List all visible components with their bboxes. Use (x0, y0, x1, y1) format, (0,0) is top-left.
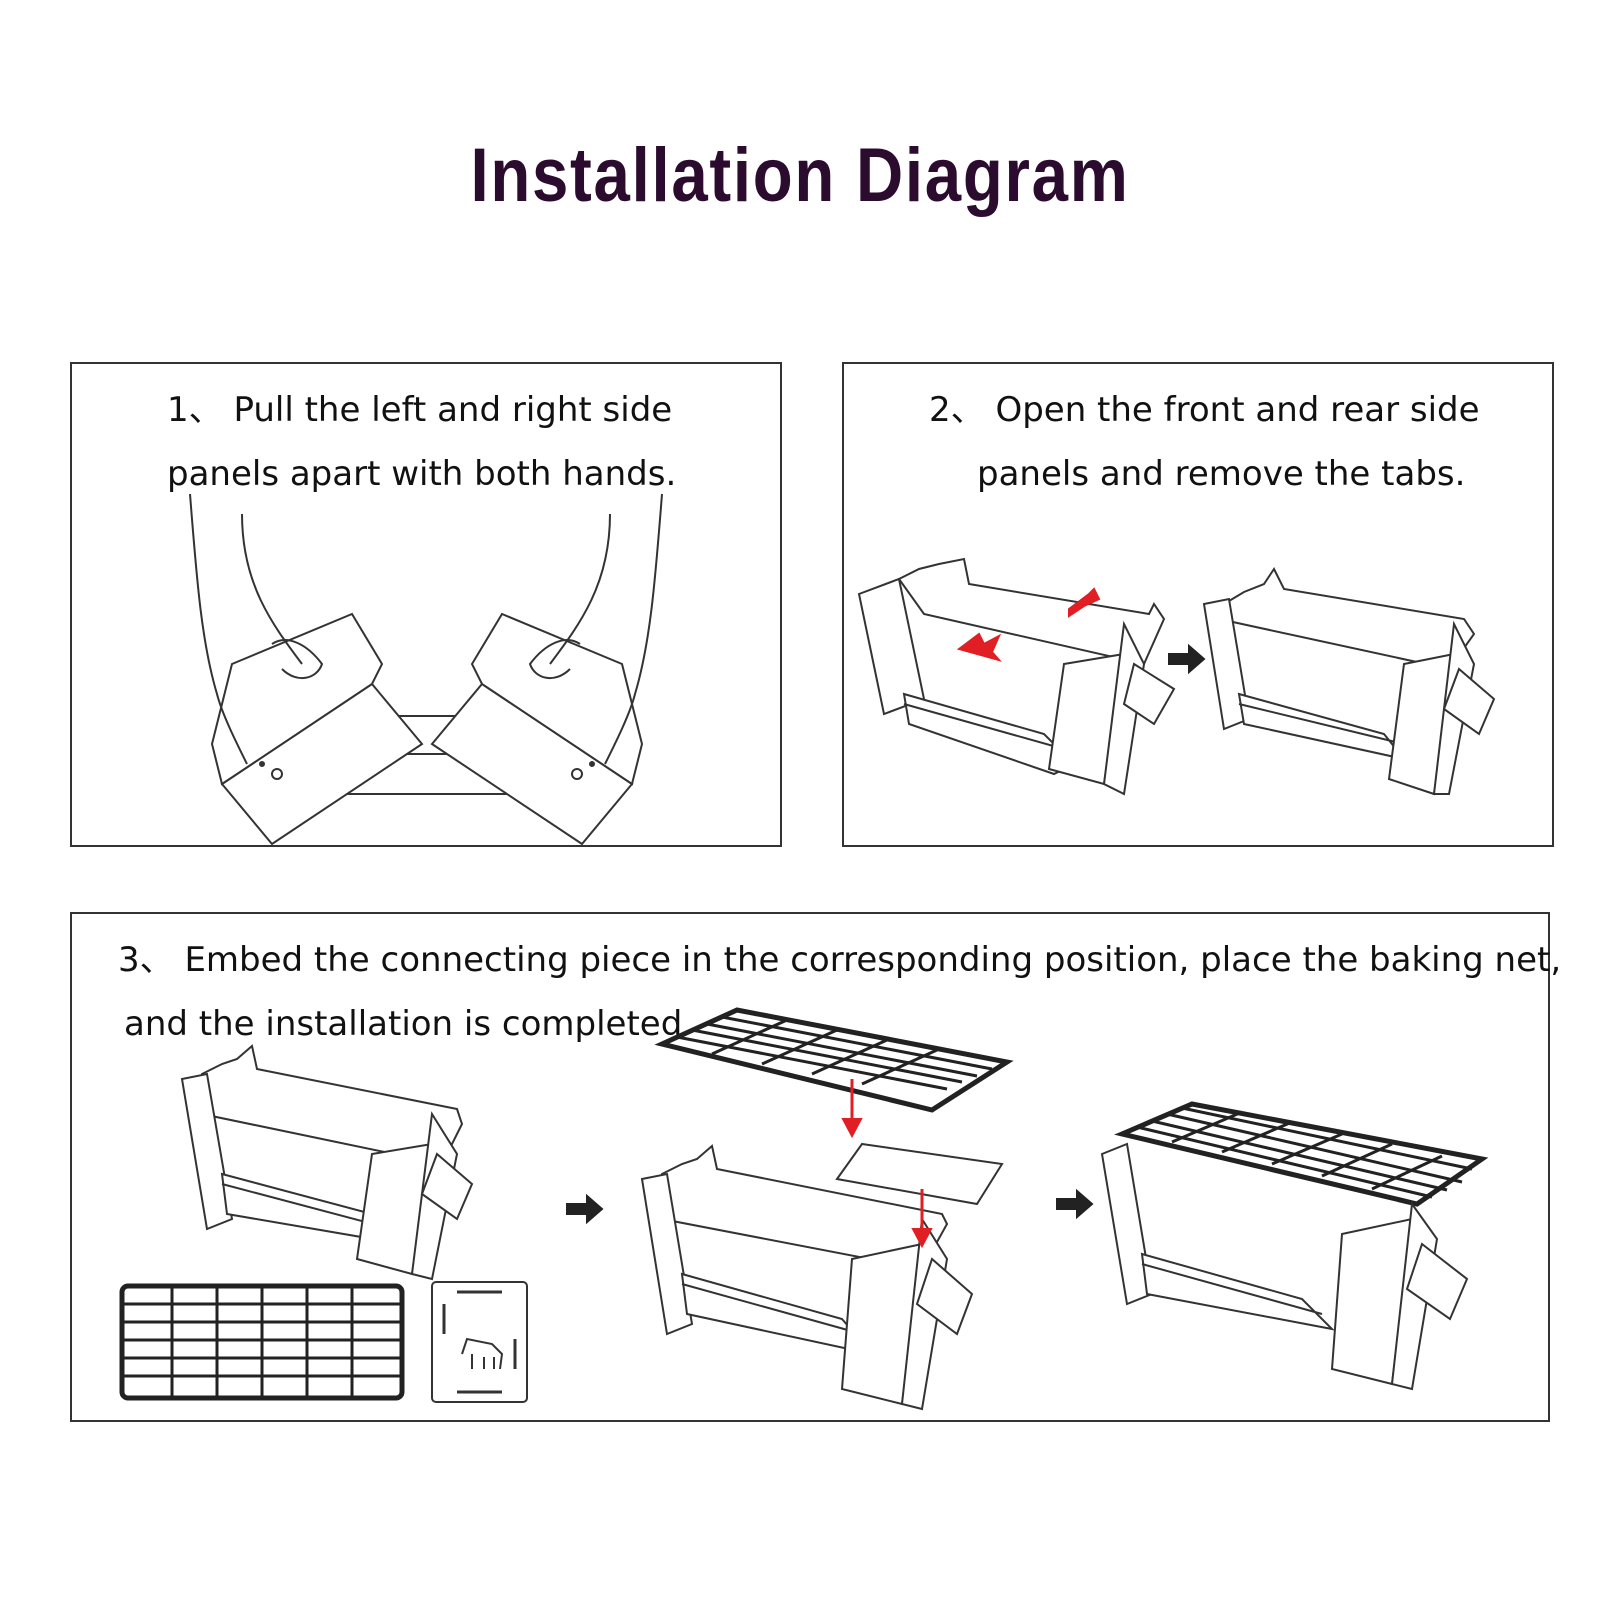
baking-net-illustration (119, 1283, 405, 1401)
grill-box-illustration (1100, 1101, 1489, 1391)
step-1-panel: 1、 Pull the left and right side panels a… (70, 362, 782, 847)
grill-box-illustration (857, 557, 1496, 796)
grill-box-illustration (640, 1007, 1014, 1411)
step-3-panel: 3、 Embed the connecting piece in the cor… (70, 912, 1562, 1422)
step-1-line-2: panels apart with both hands. (167, 454, 677, 494)
step-2-panel: 2、 Open the front and rear side panels a… (842, 362, 1554, 847)
step-2-line-2: panels and remove the tabs. (977, 454, 1466, 494)
red-arrow-icon (1068, 587, 1101, 618)
assembly-illustration (119, 1007, 1489, 1411)
grill-box-illustration (180, 1044, 474, 1281)
page-title: Installation Diagram (470, 133, 1130, 218)
step-1-line-1: 1、 Pull the left and right side (167, 390, 673, 430)
step-3-caption: 3、 Embed the connecting piece in the cor… (118, 928, 1562, 1056)
red-arrow-icon (956, 632, 1002, 662)
black-arrow-icon (1168, 643, 1206, 675)
step-3-line-2: and the installation is completed. (124, 1004, 694, 1044)
connecting-piece-illustration (431, 1281, 528, 1403)
black-arrow-icon (1056, 1188, 1094, 1220)
step-2-caption: 2、 Open the front and rear side panels a… (929, 378, 1549, 506)
step-3-line-1: 3、 Embed the connecting piece in the cor… (118, 940, 1562, 980)
step-1-caption: 1、 Pull the left and right side panels a… (167, 378, 767, 506)
black-arrow-icon (566, 1193, 604, 1225)
hands-pulling-illustration (189, 493, 663, 845)
step-2-line-1: 2、 Open the front and rear side (929, 390, 1480, 430)
